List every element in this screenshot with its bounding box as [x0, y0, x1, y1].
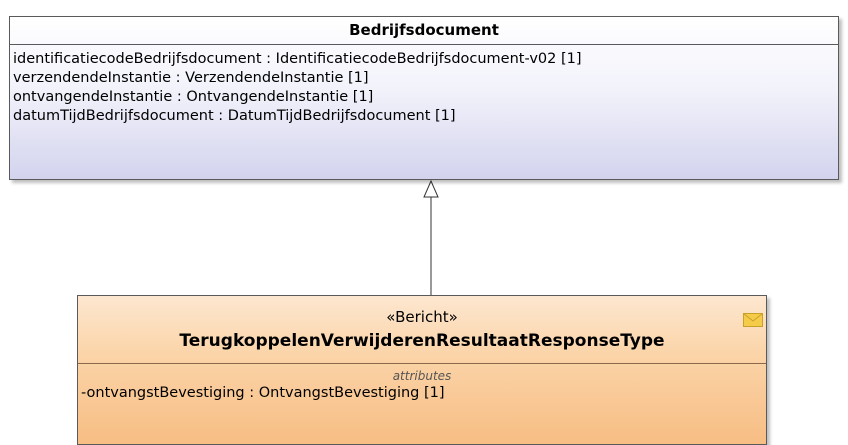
attribute-row[interactable]: -ontvangstBevestiging : OntvangstBevesti…	[81, 384, 766, 403]
attribute-type: DatumTijdBedrijfsdocument [1]	[227, 108, 456, 124]
attribute-separator: :	[171, 70, 186, 86]
parent-class-name: Bedrijfsdocument	[349, 21, 499, 39]
parent-class-box[interactable]: Bedrijfsdocument identificatiecodeBedrij…	[9, 16, 839, 180]
parent-class-divider	[10, 44, 838, 45]
child-attributes-compartment: -ontvangstBevestiging : OntvangstBevesti…	[78, 384, 766, 403]
envelope-icon	[743, 313, 763, 327]
attribute-separator: :	[244, 385, 259, 401]
attribute-row[interactable]: identificatiecodeBedrijfsdocument : Iden…	[13, 50, 838, 69]
attributes-compartment-label: attributes	[392, 369, 452, 383]
attribute-name: datumTijdBedrijfsdocument	[13, 108, 214, 124]
child-class-box[interactable]: «Bericht» TerugkoppelenVerwijderenResult…	[77, 295, 767, 445]
attribute-name: ontvangendeInstantie	[13, 89, 173, 105]
parent-attributes-compartment: identificatiecodeBedrijfsdocument : Iden…	[10, 45, 838, 126]
attribute-row[interactable]: datumTijdBedrijfsdocument : DatumTijdBed…	[13, 107, 838, 126]
attribute-name: -ontvangstBevestiging	[81, 385, 245, 401]
attribute-type: VerzendendeInstantie [1]	[185, 70, 369, 86]
attribute-type: OntvangendeInstantie [1]	[186, 89, 374, 105]
attribute-separator: :	[213, 108, 228, 124]
child-class-name: TerugkoppelenVerwijderenResultaatRespons…	[179, 331, 665, 351]
attribute-type: OntvangstBevestiging [1]	[258, 385, 445, 401]
attribute-row[interactable]: ontvangendeInstantie : OntvangendeInstan…	[13, 88, 838, 107]
attribute-row[interactable]: verzendendeInstantie : VerzendendeInstan…	[13, 69, 838, 88]
attribute-separator: :	[261, 51, 276, 67]
child-class-divider	[78, 363, 766, 364]
generalization-arrowhead-icon	[423, 179, 439, 198]
attribute-name: verzendendeInstantie	[13, 70, 172, 86]
attribute-name: identificatiecodeBedrijfsdocument	[13, 51, 262, 67]
attribute-type: IdentificatiecodeBedrijfsdocument-v02 [1…	[275, 51, 582, 67]
child-class-stereotype: «Bericht»	[386, 308, 458, 326]
attribute-separator: :	[172, 89, 187, 105]
